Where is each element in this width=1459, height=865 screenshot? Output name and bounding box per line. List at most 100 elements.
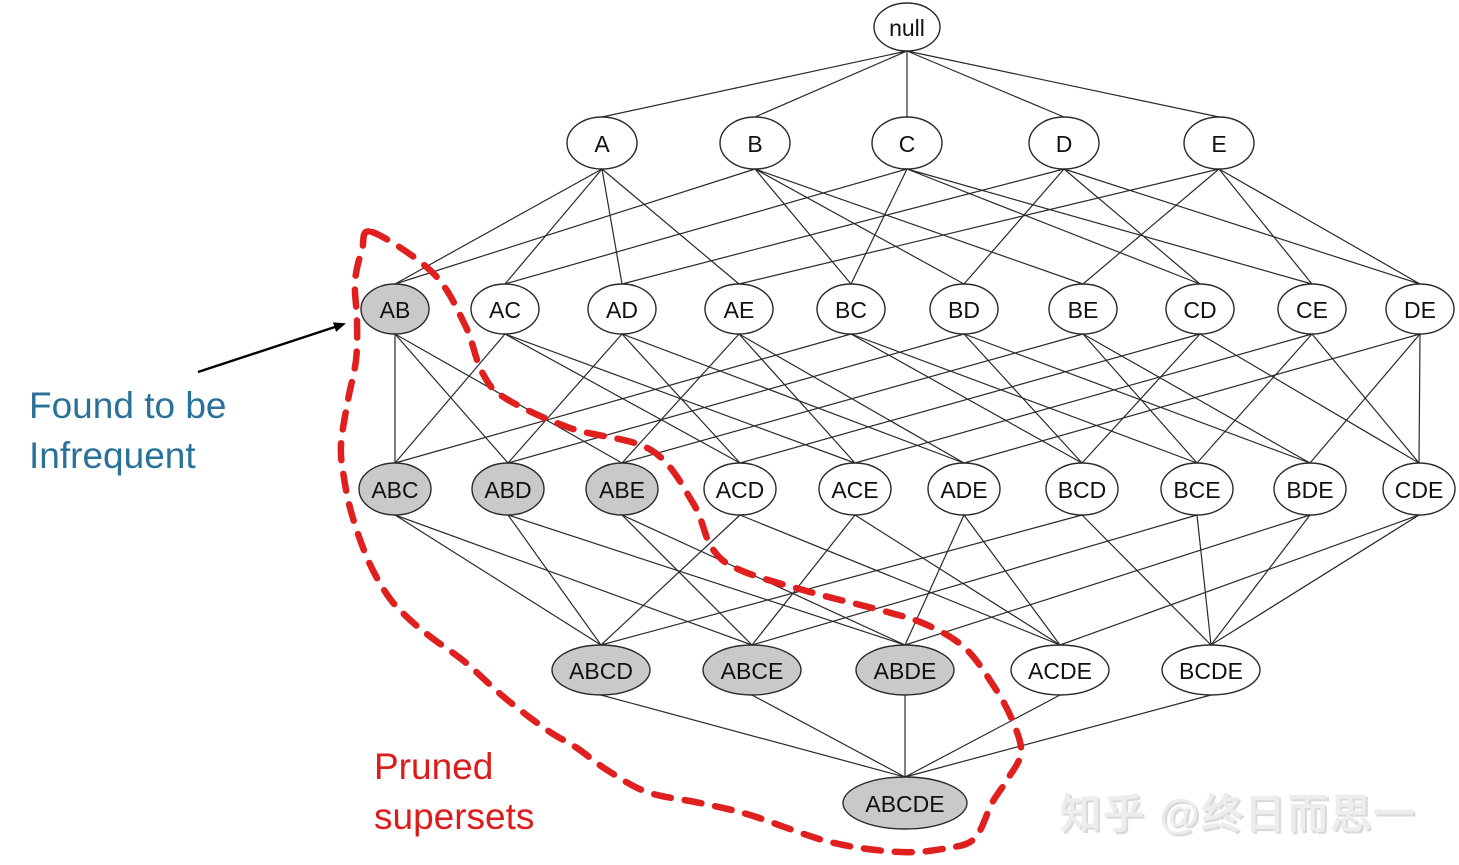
node-ABCD: ABCD bbox=[551, 644, 651, 696]
edge-B-AB bbox=[394, 168, 756, 285]
edge-D-BD bbox=[963, 168, 1065, 285]
node-label-ABCE: ABCE bbox=[721, 658, 784, 684]
edge-C-BC bbox=[850, 168, 908, 285]
node-D: D bbox=[1028, 116, 1100, 170]
edge-D-DE bbox=[1063, 168, 1421, 285]
node-ellipse-ABD bbox=[471, 462, 545, 516]
edge-BE-BCE bbox=[1082, 333, 1198, 464]
node-label-ACDE: ACDE bbox=[1028, 658, 1092, 684]
node-ellipse-E bbox=[1183, 116, 1255, 170]
node-label-CE: CE bbox=[1296, 297, 1328, 323]
node-BDE: BDE bbox=[1273, 462, 1347, 516]
node-ABC: ABC bbox=[358, 462, 432, 516]
node-AD: AD bbox=[587, 283, 657, 335]
edge-ABC-ABCE bbox=[394, 514, 753, 646]
node-AE: AE bbox=[704, 283, 774, 335]
infrequent-label-line2: Infrequent bbox=[29, 435, 196, 476]
node-BCE: BCE bbox=[1160, 462, 1234, 516]
node-label-AB: AB bbox=[380, 297, 411, 323]
edge-ACDE-ABCDE bbox=[904, 694, 1061, 778]
edge-AB-ABD bbox=[394, 333, 509, 464]
node-ellipse-ABDE bbox=[855, 644, 955, 696]
infrequent-label-line1: Found to be bbox=[29, 385, 227, 426]
node-label-E: E bbox=[1211, 131, 1226, 157]
node-ellipse-AE bbox=[704, 283, 774, 335]
pruned-region-outline bbox=[337, 228, 1025, 856]
edge-E-DE bbox=[1218, 168, 1421, 285]
edge-DE-BDE bbox=[1309, 333, 1421, 464]
node-CD: CD bbox=[1165, 283, 1235, 335]
node-label-CDE: CDE bbox=[1395, 477, 1444, 503]
edge-CD-BCD bbox=[1081, 333, 1201, 464]
node-ABCE: ABCE bbox=[702, 644, 802, 696]
node-ABE: ABE bbox=[585, 462, 659, 516]
node-label-BC: BC bbox=[835, 297, 867, 323]
node-ellipse-CE bbox=[1277, 283, 1347, 335]
node-label-DE: DE bbox=[1404, 297, 1436, 323]
edge-BD-BCD bbox=[963, 333, 1083, 464]
node-label-ABDE: ABDE bbox=[874, 658, 937, 684]
pruned-label-line1: Pruned bbox=[374, 746, 494, 787]
edge-A-AD bbox=[601, 168, 623, 285]
edge-BCD-ABCD bbox=[600, 514, 1083, 646]
node-AB: AB bbox=[360, 283, 430, 335]
node-ABCDE: ABCDE bbox=[842, 776, 968, 830]
infrequent-label: Found to be Infrequent bbox=[29, 381, 226, 481]
node-ellipse-AC bbox=[470, 283, 540, 335]
edge-A-AC bbox=[504, 168, 603, 285]
node-label-ABE: ABE bbox=[599, 477, 645, 503]
node-label-ABCDE: ABCDE bbox=[865, 791, 944, 817]
node-ellipse-ABE bbox=[585, 462, 659, 516]
node-ellipse-ACD bbox=[703, 462, 777, 516]
node-ellipse-CDE bbox=[1382, 462, 1456, 516]
edge-E-BE bbox=[1082, 168, 1220, 285]
node-DE: DE bbox=[1385, 283, 1455, 335]
node-ellipse-BCE bbox=[1160, 462, 1234, 516]
edge-AC-ABC bbox=[394, 333, 506, 464]
edge-DE-ADE bbox=[963, 333, 1421, 464]
node-ACDE: ACDE bbox=[1010, 644, 1110, 696]
edge-ABD-ABCD bbox=[507, 514, 602, 646]
edge-C-AC bbox=[504, 168, 908, 285]
node-null: null bbox=[873, 2, 941, 52]
node-C: C bbox=[871, 116, 943, 170]
edge-B-BE bbox=[754, 168, 1084, 285]
node-label-BCE: BCE bbox=[1173, 477, 1220, 503]
node-BC: BC bbox=[816, 283, 886, 335]
node-label-ABD: ABD bbox=[484, 477, 531, 503]
node-label-AD: AD bbox=[606, 297, 638, 323]
edge-AE-ABE bbox=[621, 333, 740, 464]
node-label-ADE: ADE bbox=[940, 477, 987, 503]
edge-BDE-BCDE bbox=[1210, 514, 1311, 646]
node-label-AE: AE bbox=[724, 297, 755, 323]
edge-AD-ADE bbox=[621, 333, 965, 464]
node-label-BCDE: BCDE bbox=[1179, 658, 1243, 684]
node-label-BD: BD bbox=[948, 297, 980, 323]
edge-ABD-ABDE bbox=[507, 514, 906, 646]
edge-BD-BDE bbox=[963, 333, 1311, 464]
node-ellipse-BE bbox=[1048, 283, 1118, 335]
edge-BE-BDE bbox=[1082, 333, 1311, 464]
node-ellipse-ADE bbox=[927, 462, 1001, 516]
node-CE: CE bbox=[1277, 283, 1347, 335]
pruned-label: Pruned supersets bbox=[374, 742, 534, 842]
edge-CD-ACD bbox=[739, 333, 1201, 464]
node-ellipse-ABCD bbox=[551, 644, 651, 696]
node-label-CD: CD bbox=[1183, 297, 1216, 323]
node-ellipse-C bbox=[871, 116, 943, 170]
node-A: A bbox=[566, 116, 638, 170]
edge-CE-BCE bbox=[1196, 333, 1313, 464]
node-label-ACE: ACE bbox=[831, 477, 878, 503]
edge-C-CD bbox=[906, 168, 1201, 285]
node-ACE: ACE bbox=[818, 462, 892, 516]
node-label-ACD: ACD bbox=[716, 477, 765, 503]
node-ellipse-ABC bbox=[358, 462, 432, 516]
node-ellipse-BCDE bbox=[1161, 644, 1261, 696]
infrequent-arrow bbox=[197, 322, 346, 374]
node-ellipse-AD bbox=[587, 283, 657, 335]
edge-null-E bbox=[906, 50, 1220, 118]
edge-BDE-ABDE bbox=[904, 514, 1311, 646]
node-label-AC: AC bbox=[489, 297, 521, 323]
node-BE: BE bbox=[1048, 283, 1118, 335]
